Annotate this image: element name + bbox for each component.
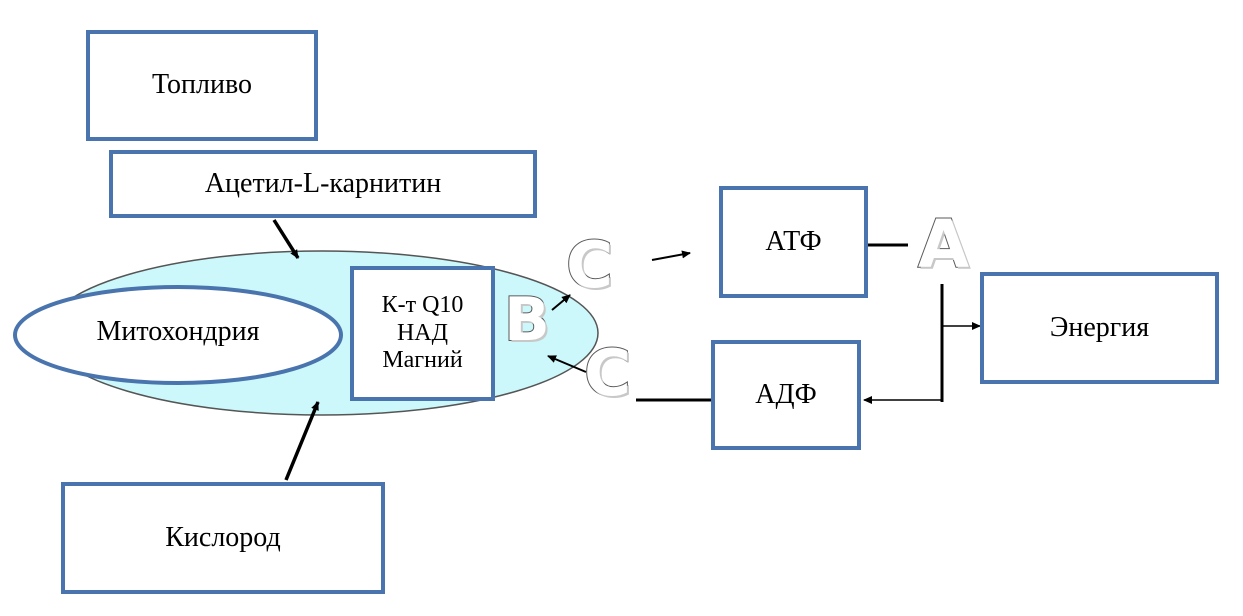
marker-c-bottom: C: [583, 337, 632, 411]
acetyl-carnitine-box: Ацетил-L-карнитин: [109, 150, 537, 218]
mitochondria-ellipse: [13, 285, 343, 385]
mitochondria-label: Митохондрия: [96, 316, 260, 347]
fuel-box: Топливо: [86, 30, 318, 141]
arrow-carnitine-to-cell: [272, 219, 300, 259]
atp-box: АТФ: [719, 186, 868, 298]
marker-a: A: [917, 206, 970, 283]
arrow-c-to-b: [547, 355, 587, 373]
acetyl-carnitine-label: Ацетил-L-карнитин: [204, 167, 442, 199]
arrow-b-to-c-top: [551, 294, 571, 311]
cofactor-magnesium: Магний: [382, 347, 463, 374]
atp-label: АТФ: [765, 225, 822, 257]
oxygen-box: Кислород: [61, 482, 385, 594]
oxygen-label: Кислород: [165, 521, 281, 553]
energy-label: Энергия: [1049, 311, 1150, 343]
fuel-label: Топливо: [152, 69, 252, 101]
marker-c-top: C: [565, 229, 614, 303]
cofactors-box: К-т Q10 НАД Магний: [350, 266, 495, 401]
cofactor-q10: К-т Q10: [381, 292, 464, 319]
cofactor-nad: НАД: [396, 319, 449, 346]
arrow-c-to-atp: [651, 250, 691, 261]
adp-box: АДФ: [711, 340, 861, 450]
adp-label: АДФ: [755, 378, 817, 410]
marker-b: B: [503, 285, 551, 355]
arrow-oxygen-to-cell: [284, 401, 320, 481]
energy-box: Энергия: [980, 272, 1219, 384]
